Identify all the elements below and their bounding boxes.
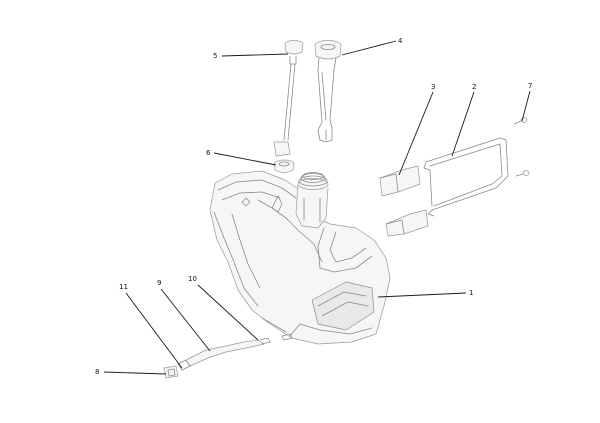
- callout-8: 8: [95, 368, 99, 376]
- callout-9: 9: [157, 279, 161, 287]
- fuel-gauge-sender: [273, 40, 304, 157]
- leader-line-1: [377, 292, 467, 298]
- callout-5: 5: [213, 52, 217, 60]
- leader-line-4: [341, 40, 397, 56]
- strap-bolts: [513, 117, 530, 177]
- callout-labels: 1 2 3 4 5 6 7 8 9 10 11: [95, 37, 532, 376]
- leader-line-2: [451, 91, 475, 157]
- callout-7: 7: [528, 82, 532, 90]
- mounting-strap: [423, 137, 509, 217]
- callout-11: 11: [119, 283, 128, 291]
- leader-lines: [103, 40, 531, 375]
- fuel-line-assembly: [163, 333, 293, 379]
- callout-2: 2: [472, 83, 476, 91]
- fuel-tank: [209, 170, 391, 345]
- callout-10: 10: [188, 275, 197, 283]
- callout-6: 6: [206, 149, 211, 157]
- callout-3: 3: [431, 83, 435, 91]
- filler-cap-assembly: [314, 40, 342, 143]
- leader-line-11: [125, 292, 183, 369]
- leader-line-9: [160, 288, 211, 352]
- callout-1: 1: [469, 289, 473, 297]
- callout-4: 4: [398, 37, 403, 45]
- leader-line-5: [221, 53, 289, 57]
- leader-line-7: [521, 90, 531, 122]
- leader-line-3: [398, 91, 434, 176]
- leader-line-8: [103, 371, 167, 375]
- rubber-pads: [379, 165, 429, 237]
- grommet: [273, 159, 295, 173]
- leader-line-10: [197, 284, 259, 341]
- leader-line-6: [213, 152, 277, 166]
